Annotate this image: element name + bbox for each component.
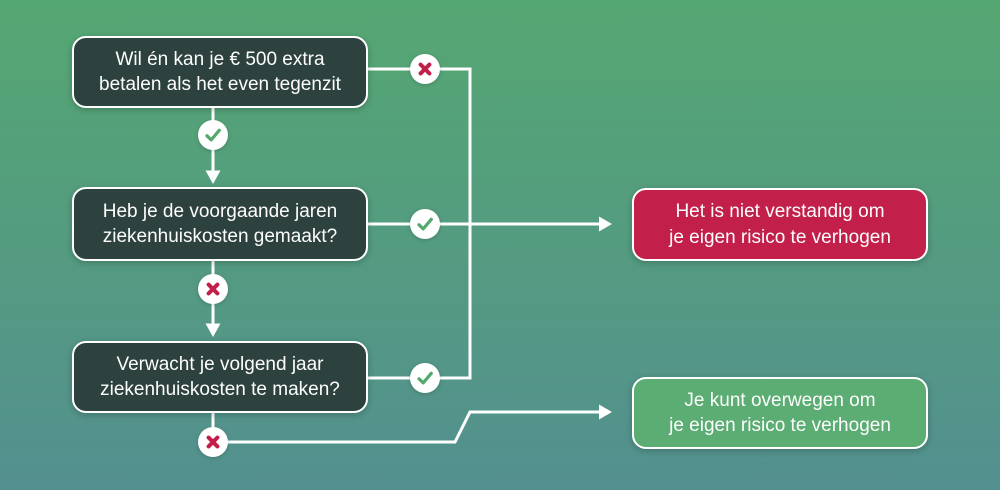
edge-q3-no	[227, 410, 599, 444]
check-icon	[417, 217, 433, 231]
question-box-1: Wil én kan je € 500 extra betalen als he…	[72, 36, 368, 108]
outcome-positive-line1: Je kunt overwegen om	[684, 389, 876, 411]
question-1-line2: betalen als het even tegenzit	[99, 74, 341, 95]
marker-q2-no	[198, 274, 228, 304]
check-icon	[417, 371, 433, 385]
check-icon	[205, 128, 221, 142]
marker-q1-no	[410, 54, 440, 84]
question-2-line1: Heb je de voorgaande jaren	[102, 200, 338, 222]
outcome-box-positive: Je kunt overwegen om je eigen risico te …	[632, 377, 928, 449]
question-box-2: Heb je de voorgaande jaren ziekenhuiskos…	[72, 187, 368, 261]
arrowhead-down-2	[205, 323, 221, 337]
arrowhead-right-negative	[599, 216, 612, 232]
question-box-3: Verwacht je volgend jaar ziekenhuiskoste…	[72, 341, 368, 413]
marker-q2-yes	[410, 209, 440, 239]
question-3-line1: Verwacht je volgend jaar	[116, 353, 324, 375]
marker-q1-yes	[198, 120, 228, 150]
arrowhead-right-positive	[599, 404, 612, 420]
question-2-line2: ziekenhuiskosten gemaakt?	[102, 226, 338, 247]
cross-icon	[206, 282, 220, 296]
arrowhead-down-1	[205, 170, 221, 184]
question-1-line1: Wil én kan je € 500 extra	[115, 48, 325, 70]
outcome-negative-line1: Het is niet verstandig om	[675, 201, 885, 222]
outcome-box-negative: Het is niet verstandig om je eigen risic…	[632, 188, 928, 261]
marker-q3-yes	[410, 363, 440, 393]
outcome-positive-line2: je eigen risico te verhogen	[669, 415, 891, 436]
outcome-negative-line2: je eigen risico te verhogen	[669, 226, 891, 248]
marker-q3-no	[198, 427, 228, 457]
cross-icon	[418, 62, 432, 76]
edge-q1-no	[368, 67, 472, 380]
question-3-line2: ziekenhuiskosten te maken?	[100, 379, 340, 400]
cross-icon	[206, 435, 220, 449]
